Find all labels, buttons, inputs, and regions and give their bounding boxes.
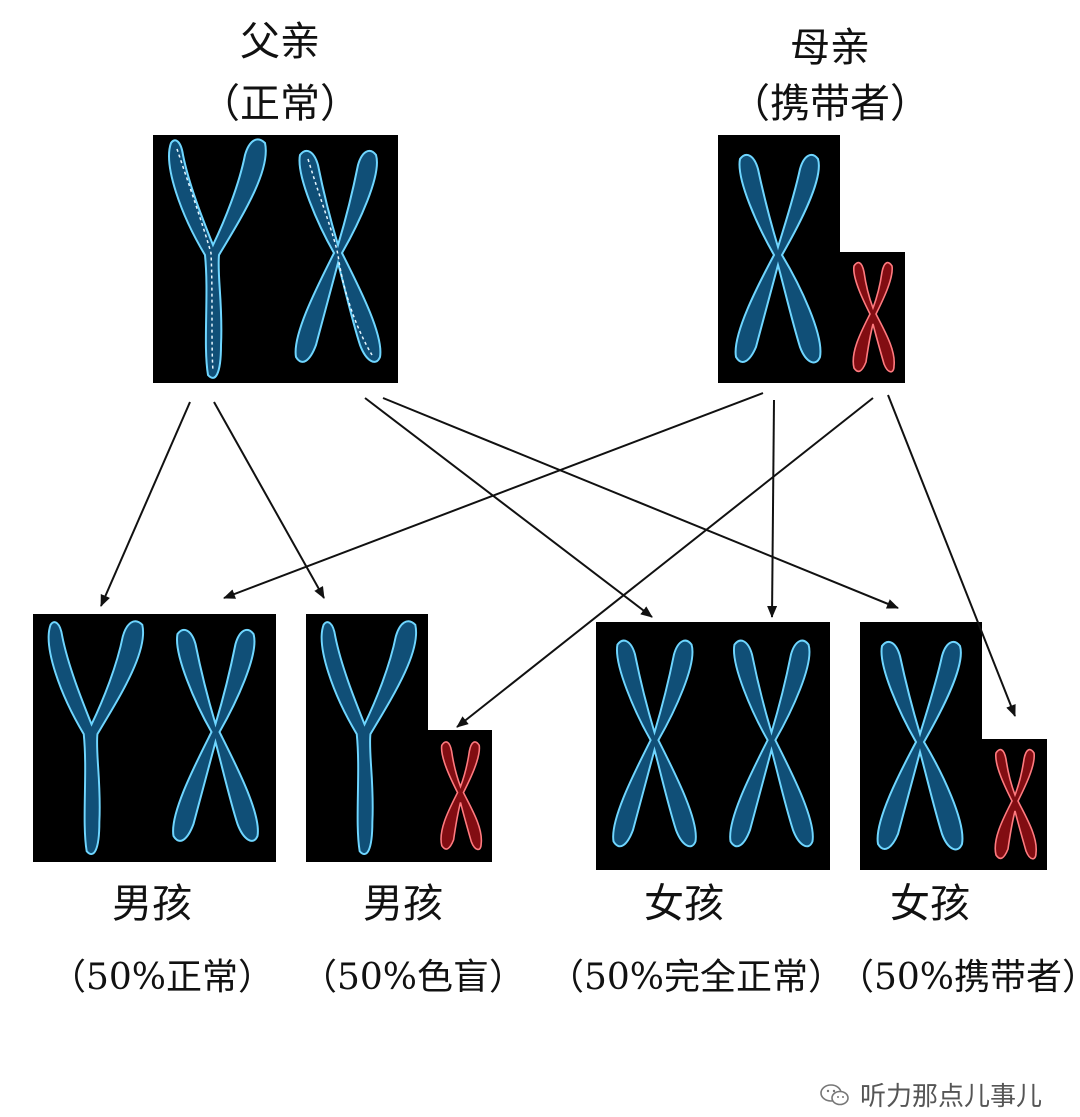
arrow-mother-x-to-boy1 (223, 392, 764, 599)
child-1-chromosome-panel (33, 614, 276, 862)
father-title: 父亲 (240, 19, 320, 65)
x-chromosome-icon (734, 153, 822, 364)
y-chromosome-icon (47, 620, 145, 856)
father-chromosome-panel (153, 135, 398, 383)
mother-status: （携带者） (730, 81, 930, 127)
child-4-title: 女孩 (890, 881, 970, 927)
child-2-status: （50%色盲） (300, 957, 526, 998)
x-chromosome-red-icon (440, 741, 483, 851)
child-3-status: （50%完全正常） (548, 957, 845, 998)
child-3-title: 女孩 (644, 881, 724, 927)
x-chromosome-red-icon (852, 261, 895, 373)
child-4-status: （50%携带者） (838, 957, 1080, 998)
watermark: 听力那点儿事儿 (820, 1076, 1042, 1113)
child-1-status: （50%正常） (49, 957, 275, 998)
x-chromosome-icon (876, 640, 964, 851)
child-4-chromosome-panel-bottom (982, 739, 1047, 870)
y-chromosome-icon (320, 620, 418, 856)
wechat-icon (820, 1083, 849, 1105)
father-status: （正常） (200, 81, 360, 127)
child-2-chromosome-panel-top (306, 614, 428, 862)
child-2-title: 男孩 (363, 881, 443, 927)
x-chromosome-icon (612, 639, 697, 848)
mother-chromosome-panel-top (718, 135, 840, 383)
child-1-title: 男孩 (112, 881, 192, 927)
y-chromosome-icon (168, 138, 267, 379)
x-chromosome-red-icon (994, 748, 1037, 860)
mother-title: 母亲 (790, 25, 870, 71)
arrow-father-y-to-boy1 (100, 401, 191, 607)
arrow-mother-x-to-girl1 (767, 399, 778, 618)
child-2-chromosome-panel-bottom (428, 730, 492, 862)
x-chromosome-icon (729, 639, 814, 848)
child-3-chromosome-panel (596, 622, 830, 870)
watermark-text: 听力那点儿事儿 (859, 1082, 1042, 1112)
x-chromosome-icon (172, 628, 259, 842)
x-chromosome-icon (294, 149, 382, 363)
mother-chromosome-panel-bottom (840, 252, 905, 383)
arrow-father-x-to-girl2 (382, 397, 899, 609)
child-4-chromosome-panel-top (860, 622, 982, 870)
arrow-father-y-to-boy2 (213, 401, 325, 599)
arrow-father-x-to-girl1 (364, 397, 653, 618)
